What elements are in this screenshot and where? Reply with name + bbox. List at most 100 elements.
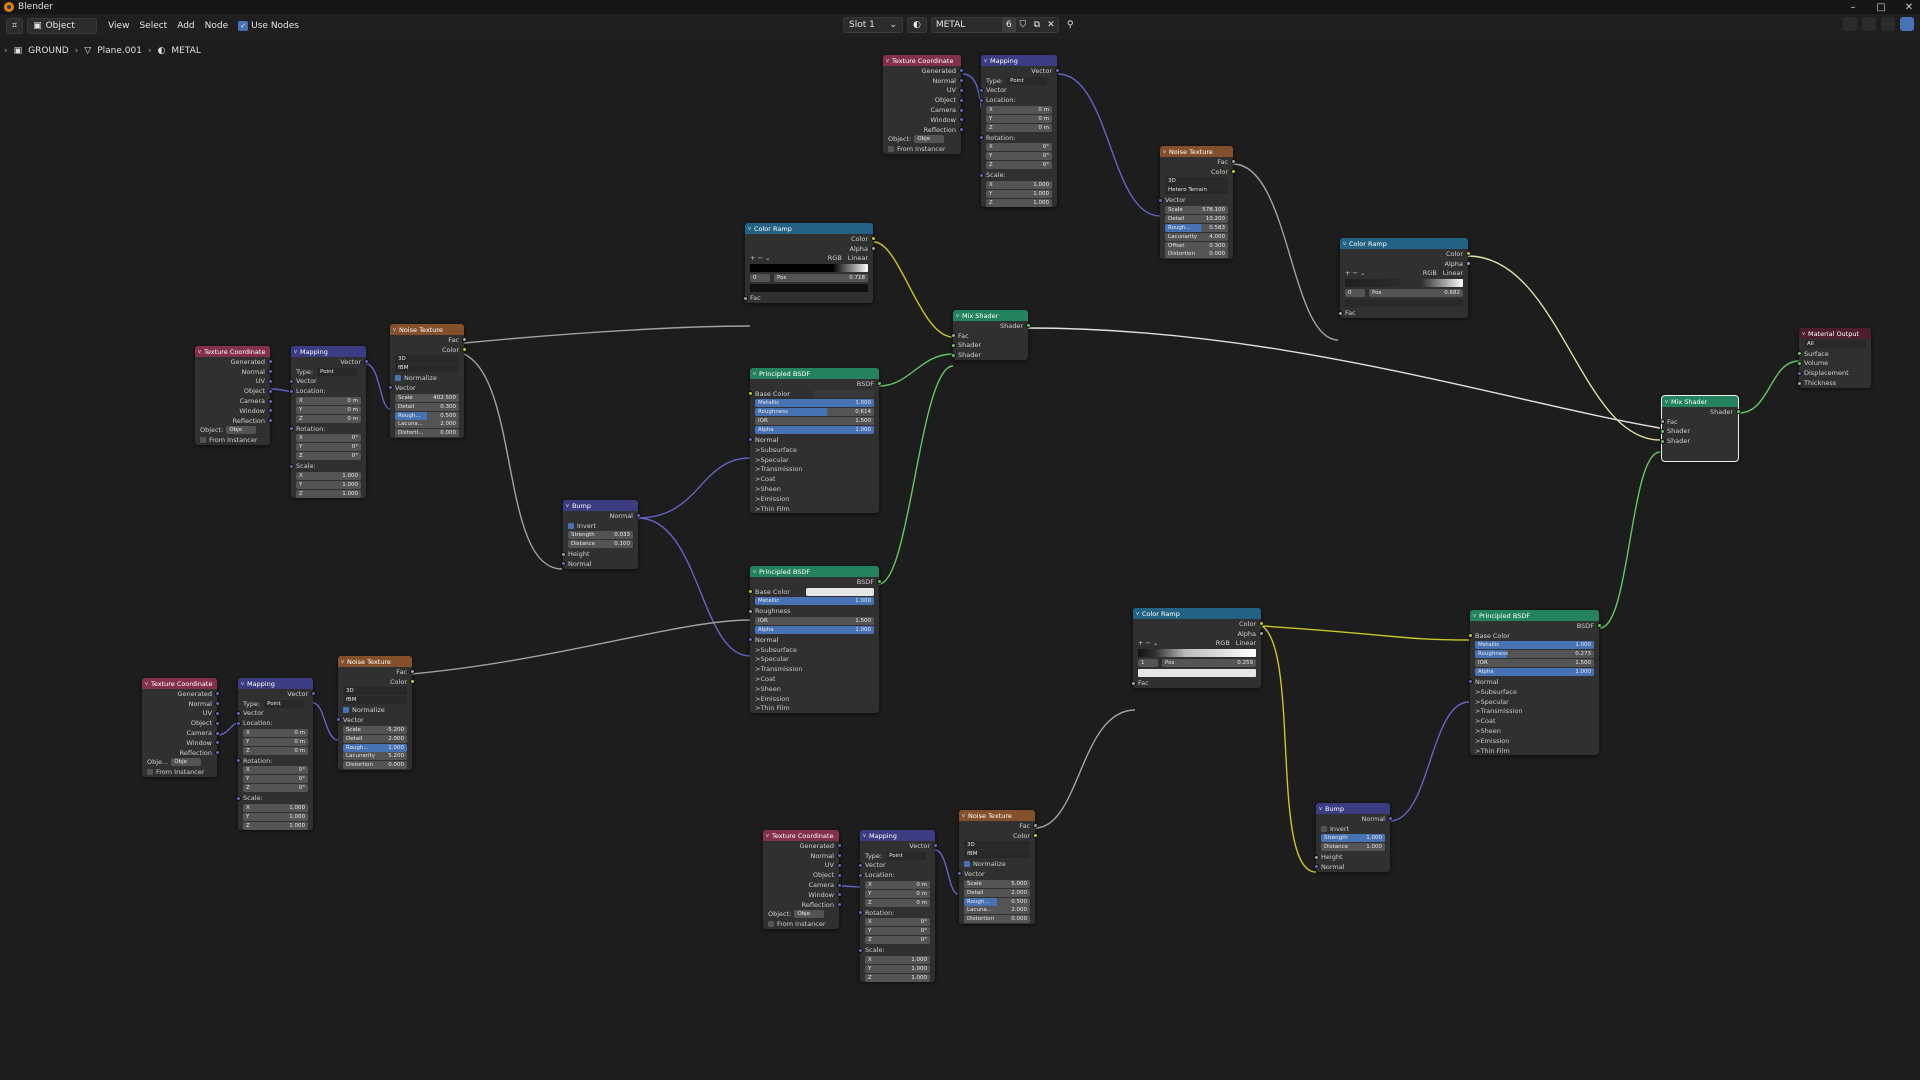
node-mapping-bottom-left[interactable]: Mapping Vector Type:Point Vector Locatio… [235,678,316,831]
panel-sheen[interactable]: Sheen [750,484,879,494]
ramp-stop-color[interactable] [750,284,868,293]
node-noise-texture-top[interactable]: Noise Texture Fac Color 3D Hetero Terrai… [1157,146,1236,260]
noise-type-dropdown[interactable]: fBM [395,364,459,373]
node-mapping-left[interactable]: Mapping Vector Type:Point Vector Locatio… [288,346,369,499]
node-mix-shader-mid[interactable]: Mix Shader Shader Fac Shader Shader [950,310,1031,361]
minimize-icon[interactable]: – [1850,1,1856,13]
from-instancer-checkbox[interactable]: From Instancer [763,919,839,929]
type-dropdown[interactable]: Type:Point [291,367,366,377]
dimensions-dropdown[interactable]: 3D [1165,177,1228,186]
panel-coat[interactable]: Coat [1470,716,1599,726]
node-principled-bsdf-3[interactable]: Principled BSDF BSDF Base Color Metallic… [1467,610,1602,756]
pin-icon[interactable]: ⚲ [1066,20,1074,30]
panel-sheen[interactable]: Sheen [1470,726,1599,736]
snap-icon[interactable] [1881,17,1895,31]
noise-type-dropdown[interactable]: fBM [964,850,1030,859]
material-name[interactable]: METAL [935,20,966,30]
breadcrumb-mesh[interactable]: Plane.001 [97,46,142,56]
menu-node[interactable]: Node [204,21,229,31]
color-ramp-gradient[interactable] [1138,649,1256,658]
node-noise-texture-left[interactable]: Noise Texture Fac Color 3D fBM Normalize… [387,324,467,439]
type-dropdown[interactable]: Type:Point [238,699,313,709]
material-browse-button[interactable]: ◐ [907,17,927,33]
breadcrumb-scene[interactable]: GROUND [28,46,69,56]
field-roughness[interactable]: Rough...0.500 [964,897,1030,906]
panel-coat[interactable]: Coat [750,474,879,484]
breadcrumb-material[interactable]: METAL [171,46,201,56]
from-instancer-checkbox[interactable]: From Instancer [142,767,217,777]
object-field[interactable]: Object:Obje [195,426,270,436]
invert-checkbox[interactable]: Invert [563,521,638,531]
ramp-stop-color[interactable] [1345,299,1463,308]
panel-thin-film[interactable]: Thin Film [750,504,879,514]
object-field[interactable]: Object:Obje [883,135,961,145]
field-roughness[interactable]: Rough...0.500 [395,411,459,420]
from-instancer-checkbox[interactable]: From Instancer [883,144,961,154]
dimensions-dropdown[interactable]: 3D [395,355,459,364]
panel-specular[interactable]: Specular [750,455,879,465]
object-field[interactable]: Obje...Obje [142,758,217,768]
dimensions-dropdown[interactable]: 3D [343,687,407,696]
overlay-icon[interactable] [1843,17,1857,31]
material-name-field[interactable]: METAL 6 ⛉ ⧉ ✕ [930,17,1059,33]
field-roughness[interactable]: Rough...1.000 [343,743,407,752]
node-principled-bsdf-2[interactable]: Principled BSDF BSDF Base Color Metallic… [747,566,882,714]
panel-emission[interactable]: Emission [750,494,879,504]
field-distortion[interactable]: Distorti...0.000 [395,429,459,438]
use-nodes-toggle[interactable]: ✓ Use Nodes [233,18,304,34]
duplicate-icon[interactable]: ⧉ [1033,20,1041,30]
menu-add[interactable]: Add [177,21,195,31]
node-principled-bsdf-1[interactable]: Principled BSDF BSDF Base Color Metallic… [747,368,882,514]
menu-select[interactable]: Select [139,21,168,31]
node-texture-coordinate-bottom-mid[interactable]: Texture Coordinate Generated Normal UV O… [763,830,842,930]
type-dropdown[interactable]: Type:Point [981,76,1057,86]
menu-view[interactable]: View [108,21,130,31]
panel-subsurface[interactable]: Subsurface [1470,687,1599,697]
panel-emission[interactable]: Emission [750,694,879,704]
node-noise-texture-bottom-left[interactable]: Noise Texture Fac Color 3D fBM Normalize… [335,656,415,771]
color-ramp-gradient[interactable] [750,264,868,273]
panel-specular[interactable]: Specular [1470,697,1599,707]
